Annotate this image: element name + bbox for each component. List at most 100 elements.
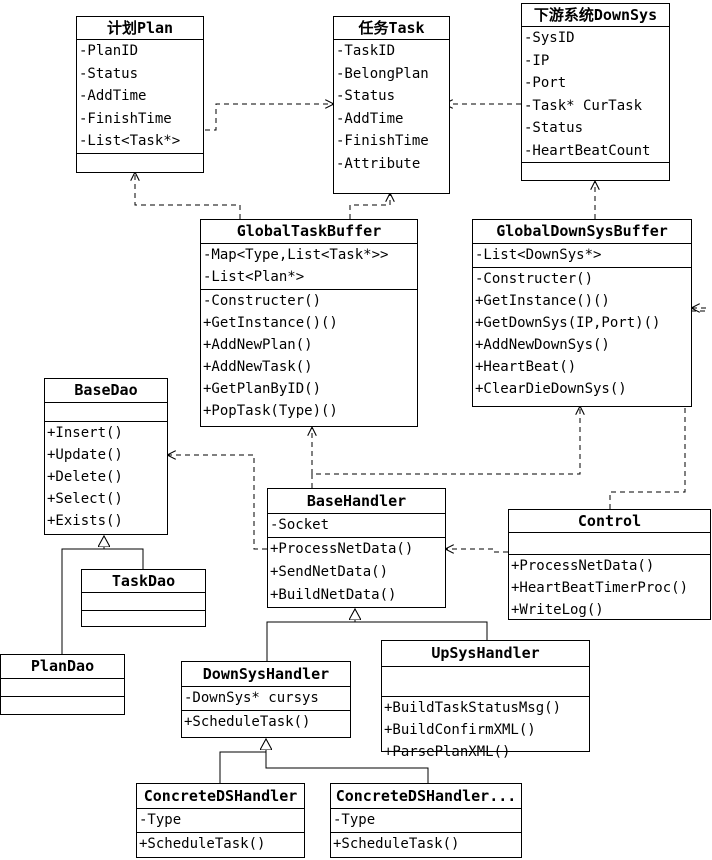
method: +Select() <box>47 491 123 507</box>
dependency-arrow-base_handler-to-base_dao <box>168 455 267 550</box>
attribute: -Status <box>336 88 396 104</box>
attribute: -AddTime <box>79 88 147 104</box>
attribute: -Port <box>524 75 567 91</box>
attribute: -List<DownSys*> <box>475 247 602 263</box>
attribute: -TaskID <box>336 43 396 59</box>
attribute: -List<Task*> <box>79 133 181 149</box>
attribute: -FinishTime <box>336 133 429 149</box>
class-upsys-handler[interactable]: UpSysHandler +BuildTaskStatusMsg() +BuildC… <box>381 640 590 760</box>
class-name: ConcreteDSHandler... <box>331 784 521 809</box>
attribute: -Task* CurTask <box>524 97 643 114</box>
method: +Insert() <box>47 425 123 441</box>
class-name: Control <box>509 510 710 533</box>
class-name: UpSysHandler <box>382 641 589 667</box>
method-section: +ScheduleTask() <box>182 711 350 738</box>
class-concrete-ds-handler-1[interactable]: ConcreteDSHandler-Type+ScheduleTask() <box>136 783 305 858</box>
method-section: +ProcessNetData()+SendNetData()+BuildNet… <box>268 538 445 608</box>
method: +Exists() <box>47 513 123 529</box>
method-section: +BuildTaskStatusMsg() +BuildConfirmXML() +… <box>382 697 589 760</box>
method: +Delete() <box>47 469 123 485</box>
attribute-section <box>509 533 710 555</box>
attribute-section: -TaskID -BelongPlan -Status -AddTime -Finish… <box>334 40 449 194</box>
attribute-section: -Map<Type,List<Task*>>-List<Plan*> <box>201 244 417 290</box>
class-name: GlobalTaskBuffer <box>201 220 417 244</box>
generalization-arrow-concrete_ds_handler_2-to-downsys_handler <box>266 739 429 783</box>
class-global-downsys-buffer[interactable]: GlobalDownSysBuffer-List<DownSys*>-Const… <box>472 219 692 407</box>
class-name: 计划Plan <box>77 17 203 40</box>
attribute: -HeartBeatCount <box>524 142 651 159</box>
attribute-section: -Type <box>331 809 521 833</box>
dependency-arrow-global_task_buffer-to-task <box>349 194 390 219</box>
class-name: 下游系统DownSys <box>522 4 669 27</box>
attribute: -Type <box>333 812 376 828</box>
class-global-task-buffer[interactable]: GlobalTaskBuffer-Map<Type,List<Task*>>-L… <box>200 219 418 427</box>
class-plan[interactable]: 计划Plan-PlanID-Status-AddTime-FinishTime-… <box>76 16 204 173</box>
method: +HeartBeatTimerProc() <box>511 580 689 596</box>
attribute-section <box>45 403 167 422</box>
method: +GetInstance()() <box>203 315 338 331</box>
method: +ParsePlanXML() <box>384 744 511 760</box>
attribute: -SysID <box>524 30 575 46</box>
class-concrete-ds-handler-2[interactable]: ConcreteDSHandler... -Type +ScheduleTask() <box>330 783 522 858</box>
method: -Constructer() <box>475 271 594 287</box>
generalization-arrow-concrete_ds_handler_1-to-downsys_handler <box>219 739 266 783</box>
method-section: +Insert()+Update()+Delete()+Select()+Exi… <box>45 422 167 535</box>
attribute: -List<Plan*> <box>203 269 305 285</box>
attribute: -Attribute <box>336 155 421 172</box>
class-base-dao[interactable]: BaseDao+Insert()+Update()+Delete()+Selec… <box>44 378 168 535</box>
attribute-section: -DownSys* cursys <box>182 687 350 711</box>
method-section: +ScheduleTask() <box>331 833 521 858</box>
class-name: DownSysHandler <box>182 662 350 687</box>
method: +HeartBeat() <box>475 359 577 375</box>
dependency-arrow-control-to-base_handler <box>446 549 508 552</box>
method: +ProcessNetData() <box>270 541 414 557</box>
dependency-arrow-plan-to-task <box>205 104 333 131</box>
method-section: -Constructer() +GetInstance()() +GetDownSy… <box>473 268 691 407</box>
class-name: BaseHandler <box>268 489 445 514</box>
attribute: -DownSys* cursys <box>184 690 319 706</box>
method-section <box>522 163 669 181</box>
attribute-section: -List<DownSys*> <box>473 244 691 268</box>
class-base-handler[interactable]: BaseHandler -Socket +ProcessNetData() +Send… <box>267 488 446 608</box>
generalization-arrow-upsys_handler-to-base_handler <box>355 609 488 640</box>
class-name: PlanDao <box>1 655 124 679</box>
attribute-section: -Type <box>137 809 304 833</box>
class-task[interactable]: 任务Task-TaskID-BelongPlan-Status-AddTime-… <box>333 16 450 194</box>
method: +AddNewTask() <box>203 359 313 375</box>
method: -Constructer() <box>203 293 322 309</box>
attribute-section: -Socket <box>268 514 445 538</box>
generalization-arrow-task_dao-to-base_dao <box>104 536 144 569</box>
method-section: -Constructer() +GetInstance()() +AddNewPla… <box>201 290 417 427</box>
attribute: -Status <box>524 120 584 136</box>
class-plan-dao[interactable]: PlanDao <box>0 654 125 715</box>
attribute: -AddTime <box>336 110 404 127</box>
class-downsys-handler[interactable]: DownSysHandler -DownSys* cursys +ScheduleT… <box>181 661 351 738</box>
class-control[interactable]: Control +ProcessNetData() +HeartBeatTimerP… <box>508 509 711 620</box>
method: +GetInstance()() <box>475 293 610 309</box>
method: +BuildConfirmXML() <box>384 722 536 738</box>
class-name: ConcreteDSHandler <box>137 784 304 809</box>
method: +SendNetData() <box>270 564 389 580</box>
attribute-section <box>82 593 205 611</box>
method-section: +ProcessNetData()+HeartBeatTimerProc()+W… <box>509 555 710 620</box>
attribute: -BelongPlan <box>336 65 429 82</box>
class-name: 任务Task <box>334 17 449 40</box>
method-section <box>77 154 203 172</box>
method: +AddNewDownSys() <box>475 337 610 353</box>
class-task-dao[interactable]: TaskDao <box>81 569 206 627</box>
method: +ProcessNetData() <box>511 558 655 574</box>
method: +BuildTaskStatusMsg() <box>384 700 562 716</box>
dependency-arrow-base_handler-to-global_task_buffer <box>311 407 580 488</box>
method: +AddNewPlan() <box>203 337 313 353</box>
generalization-arrow-downsys_handler-to-base_handler <box>266 609 355 661</box>
attribute: -FinishTime <box>79 110 172 127</box>
attribute-section <box>1 679 124 697</box>
method: +GetDownSys(IP,Port)() <box>475 315 661 331</box>
attribute-section <box>382 667 589 697</box>
method-section: +ScheduleTask() <box>137 833 304 858</box>
attribute: -Socket <box>270 517 330 533</box>
dependency-arrow-global_task_buffer-to-plan <box>135 173 241 219</box>
class-downsys[interactable]: 下游系统DownSys-SysID-IP-Port-Task* CurTask-… <box>521 3 670 181</box>
method: +ClearDieDownSys() <box>475 381 627 397</box>
method-section <box>1 697 124 715</box>
